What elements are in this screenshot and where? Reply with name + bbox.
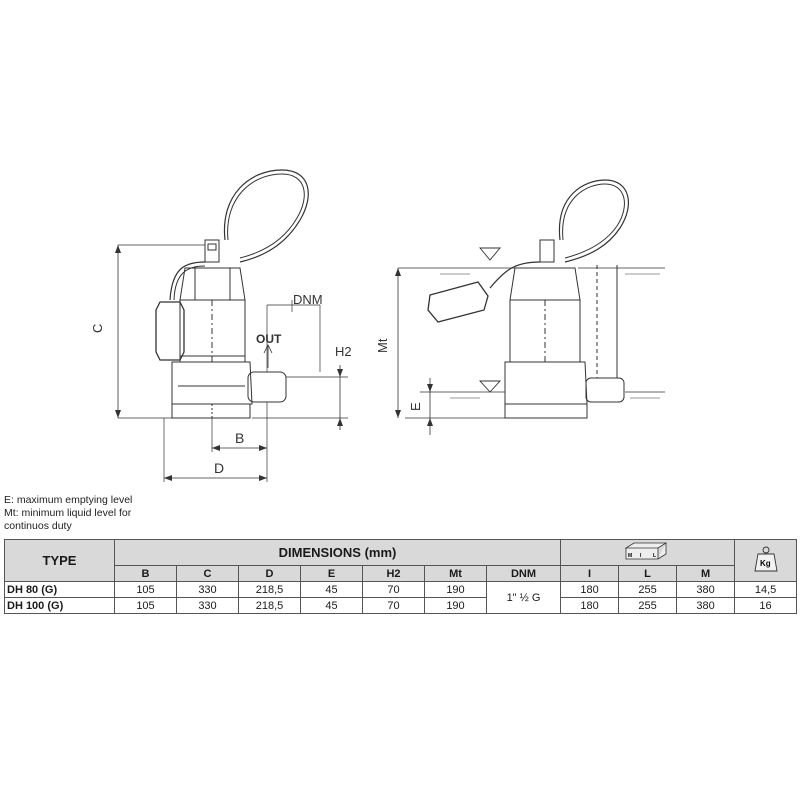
dim-label-dnm: DNM — [293, 292, 323, 307]
col-d: D — [238, 565, 301, 582]
cell-i: 180 — [560, 581, 620, 598]
cell-weight: 14,5 — [734, 581, 798, 598]
cell-m: 380 — [676, 581, 736, 598]
svg-text:L: L — [653, 553, 656, 559]
svg-text:I: I — [640, 553, 642, 559]
dim-label-h2: H2 — [335, 344, 352, 359]
weight-header: Kg — [734, 539, 798, 582]
type-header: TYPE — [4, 539, 115, 582]
cell-e: 45 — [300, 581, 363, 598]
out-label: OUT — [256, 332, 282, 346]
cell-b: 105 — [114, 597, 177, 614]
table-row: DH 80 (G) 105 330 218,5 45 70 190 1" ½ G… — [4, 581, 798, 614]
right-pump-view — [395, 179, 665, 435]
cell-weight: 16 — [734, 597, 798, 614]
dim-label-b: B — [235, 430, 244, 446]
dimensions-header: DIMENSIONS (mm) — [113, 539, 562, 566]
cell-m: 380 — [676, 597, 736, 614]
cell-l: 255 — [618, 597, 678, 614]
col-mt: Mt — [424, 565, 487, 582]
cell-i: 180 — [560, 597, 620, 614]
legend-line-e: E: maximum emptying level — [4, 494, 133, 506]
weight-icon: Kg — [754, 546, 778, 572]
cell-b: 105 — [114, 581, 177, 598]
cell-d: 218,5 — [238, 597, 301, 614]
cell-mt: 190 — [424, 581, 487, 598]
col-dnm: DNM — [485, 565, 562, 582]
dimensions-table: TYPE DIMENSIONS (mm) M I L Kg B C D E H2… — [4, 539, 798, 614]
legend-line-mt-cont: continuos duty — [4, 520, 72, 532]
cell-e: 45 — [300, 597, 363, 614]
col-l: L — [618, 565, 678, 582]
cell-dnm: 1" ½ G — [485, 581, 562, 614]
cell-h2: 70 — [362, 597, 425, 614]
dim-label-mt: Mt — [375, 338, 390, 353]
dim-label-d: D — [214, 460, 224, 476]
legend-line-mt: Mt: minimum liquid level for — [4, 507, 132, 519]
cell-h2: 70 — [362, 581, 425, 598]
legend: E: maximum emptying level Mt: minimum li… — [4, 494, 154, 533]
dim-label-e: E — [408, 402, 423, 411]
packaging-box-header: M I L — [560, 539, 736, 566]
col-b: B — [114, 565, 177, 582]
col-h2: H2 — [362, 565, 425, 582]
col-e: E — [300, 565, 363, 582]
pump-technical-drawing: C DNM OUT H2 B D Mt E — [90, 169, 665, 482]
cell-d: 218,5 — [238, 581, 301, 598]
col-m: M — [676, 565, 736, 582]
svg-text:M: M — [628, 553, 632, 559]
dim-label-c: C — [90, 324, 105, 333]
row-type: DH 80 (G) — [4, 581, 115, 598]
cell-c: 330 — [176, 581, 239, 598]
box-icon: M I L — [624, 542, 667, 560]
col-i: I — [560, 565, 620, 582]
left-pump-view — [115, 169, 348, 482]
col-c: C — [176, 565, 239, 582]
cell-l: 255 — [618, 581, 678, 598]
cell-c: 330 — [176, 597, 239, 614]
svg-text:Kg: Kg — [760, 559, 771, 568]
cell-mt: 190 — [424, 597, 487, 614]
table-row: DH 100 (G) 105 330 218,5 45 70 190 180 2… — [4, 597, 798, 614]
row-type: DH 100 (G) — [4, 597, 115, 614]
